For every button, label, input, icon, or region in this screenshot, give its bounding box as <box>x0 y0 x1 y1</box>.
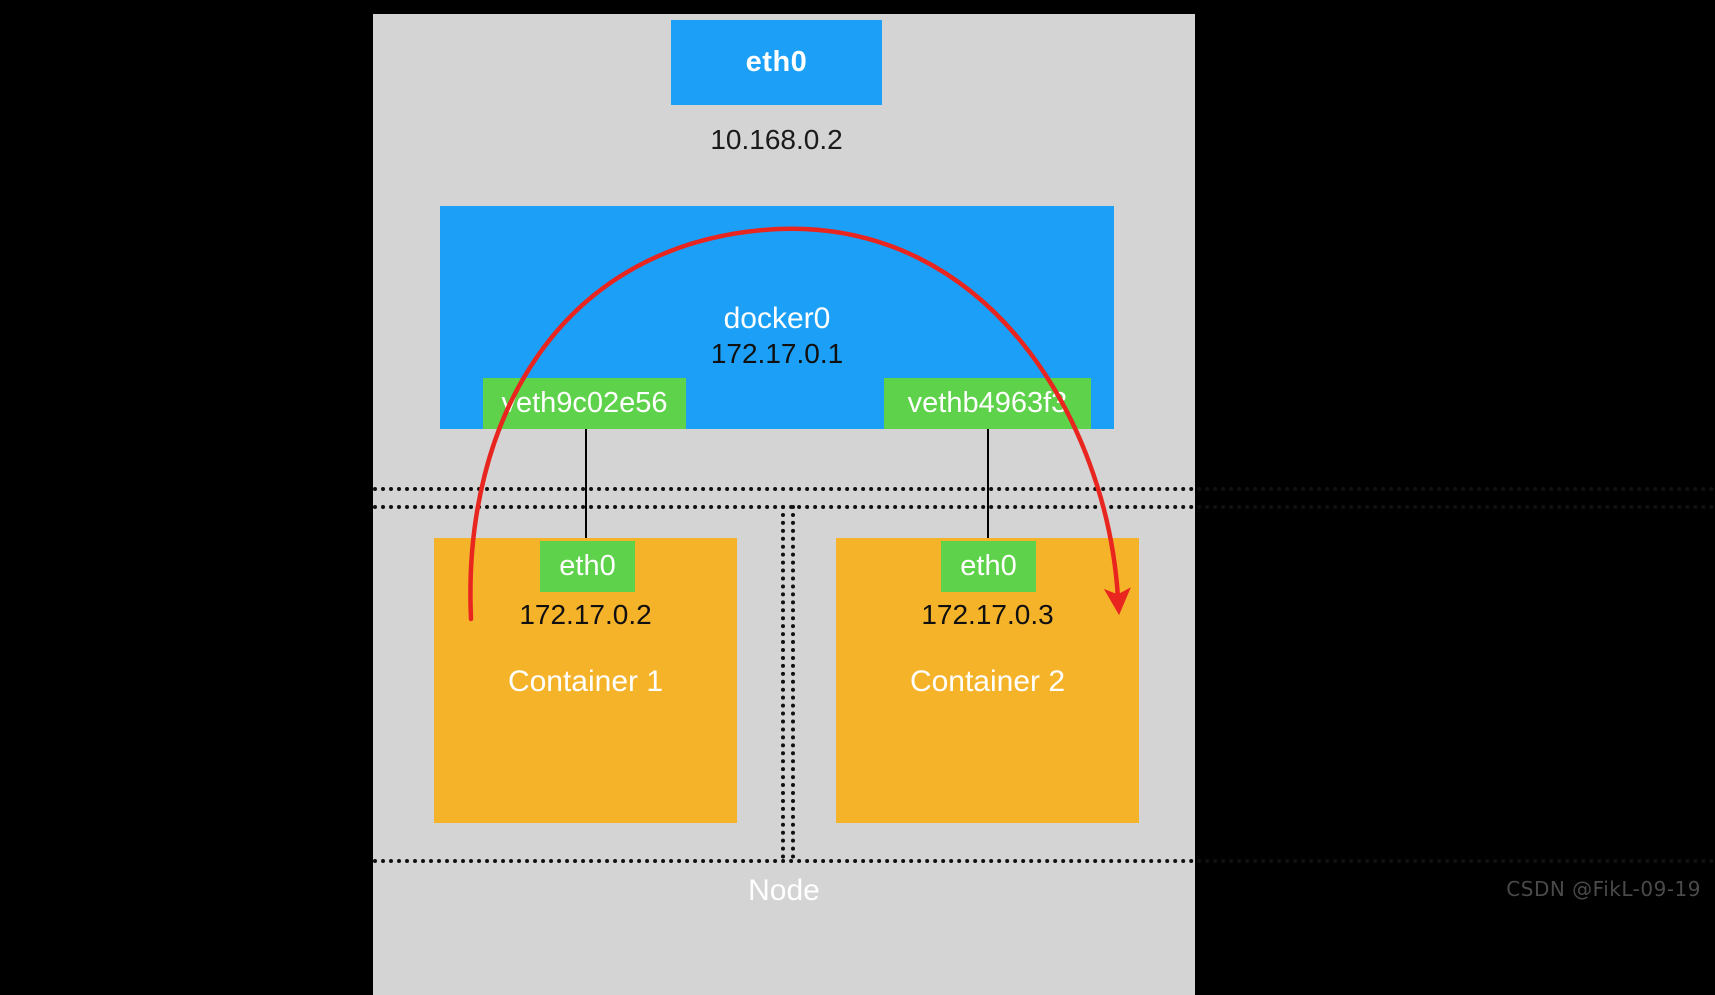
veth-right-box: vethb4963f3 <box>884 378 1091 429</box>
docker0-name-label: docker0 <box>723 302 831 335</box>
container-2-name-label: Container 2 <box>909 665 1066 698</box>
docker0-ip-label: 172.17.0.1 <box>710 338 844 369</box>
veth-link-container-1 <box>585 429 587 539</box>
node-label: Node <box>748 874 820 907</box>
veth-left-label: veth9c02e56 <box>501 387 668 419</box>
container-2-eth0-label: eth0 <box>960 550 1017 582</box>
veth-link-container-2 <box>987 429 989 539</box>
host-eth0-label: eth0 <box>745 46 808 78</box>
veth-right-label: vethb4963f3 <box>907 387 1068 419</box>
namespace-boundary-line-bottom <box>373 505 1715 509</box>
host-eth0-ip-label: 10.168.0.2 <box>710 124 843 155</box>
namespace-separator-right <box>791 505 795 859</box>
namespace-boundary-line-footer <box>373 859 1715 863</box>
host-eth0-interface-box: eth0 <box>671 20 882 105</box>
veth-left-box: veth9c02e56 <box>483 378 686 429</box>
container-1-eth0-label: eth0 <box>559 550 616 582</box>
container-1-ip-label: 172.17.0.2 <box>519 599 652 630</box>
container-1-eth0-box: eth0 <box>540 541 635 592</box>
watermark-label: CSDN @FikL-09-19 <box>1506 877 1701 901</box>
namespace-separator-left <box>781 505 785 859</box>
container-2-eth0-box: eth0 <box>941 541 1036 592</box>
container-2-ip-label: 172.17.0.3 <box>921 599 1054 630</box>
namespace-boundary-line-top <box>373 487 1715 491</box>
container-1-name-label: Container 1 <box>507 665 664 698</box>
